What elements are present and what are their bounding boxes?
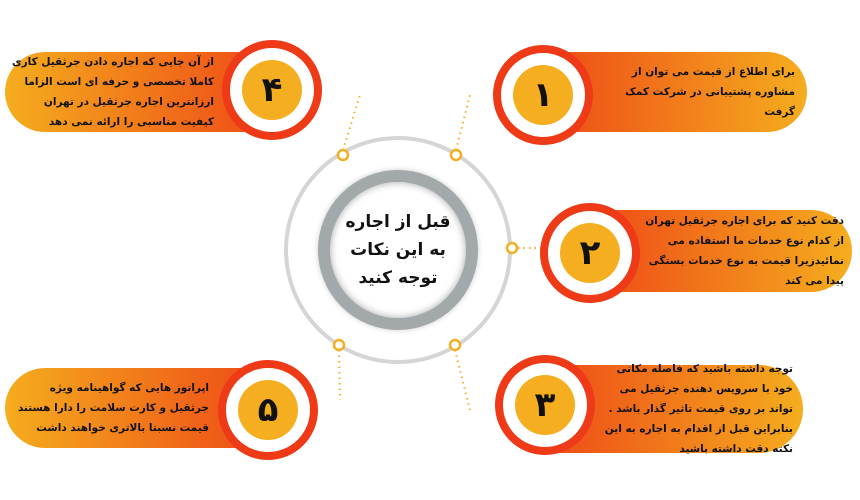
card-2-text: دقت کنید که برای اجاره جرثقیل تهران از ک…	[645, 215, 844, 287]
center-circle: قبل از اجاره به این نکات توجه کنید	[318, 170, 478, 330]
badge-1: ۱	[493, 45, 593, 145]
badge-2-number: ۲	[560, 223, 620, 283]
center-title: قبل از اجاره به این نکات توجه کنید	[345, 212, 451, 288]
badge-2: ۲	[540, 203, 640, 303]
badge-3: ۳	[495, 355, 595, 455]
card-4: از آن جایی که اجاره دادن جرثقیل کاری کام…	[5, 52, 270, 132]
card-5-text: اپراتور هایی که گواهینامه ویژه جرثقیل و …	[17, 382, 209, 434]
card-1-text: برای اطلاع از قیمت می توان از مشاوره پشت…	[625, 66, 795, 118]
card-4-text: از آن جایی که اجاره دادن جرثقیل کاری کام…	[11, 56, 214, 128]
badge-5: ۵	[218, 360, 318, 460]
card-3-text: توجه داشته باشید که فاصله مکانی خود با س…	[604, 363, 793, 455]
badge-1-number: ۱	[513, 65, 573, 125]
badge-4-number: ۴	[242, 60, 302, 120]
badge-5-number: ۵	[238, 380, 298, 440]
connector-dots	[332, 148, 519, 352]
badge-3-number: ۳	[515, 375, 575, 435]
badge-4: ۴	[222, 40, 322, 140]
card-5: اپراتور هایی که گواهینامه ویژه جرثقیل و …	[5, 368, 265, 448]
